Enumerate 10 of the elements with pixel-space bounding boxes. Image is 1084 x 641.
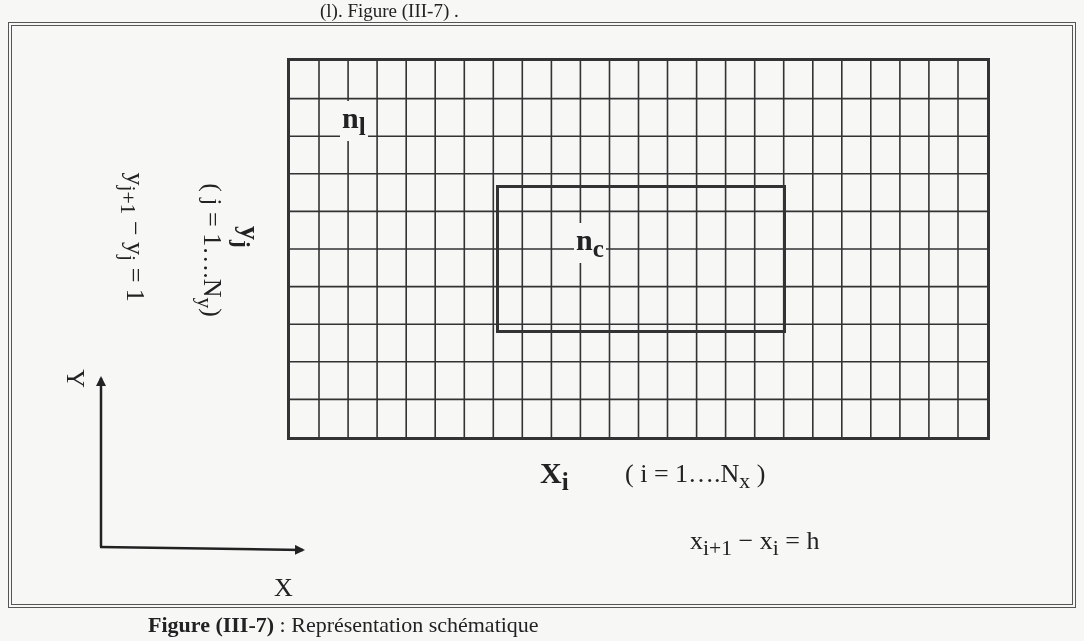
index-range: ( i = 1….N$_{x}$ )	[625, 458, 766, 495]
text-line: (l). Figure (III-7) .	[320, 0, 459, 23]
step-equation: x$_{i+1}$ − x$_{i}$ = h	[690, 525, 820, 562]
inner-region-box	[496, 185, 786, 333]
region-label: n$_{l}$	[340, 101, 368, 141]
region-label: n$_{c}$	[574, 223, 606, 263]
axis-variable: X$_{i}$	[540, 455, 569, 497]
figure-caption: Figure (III-7) : Représentation schématique	[148, 612, 539, 638]
axis-label: Y	[59, 368, 91, 388]
axis-label: X	[274, 572, 293, 604]
